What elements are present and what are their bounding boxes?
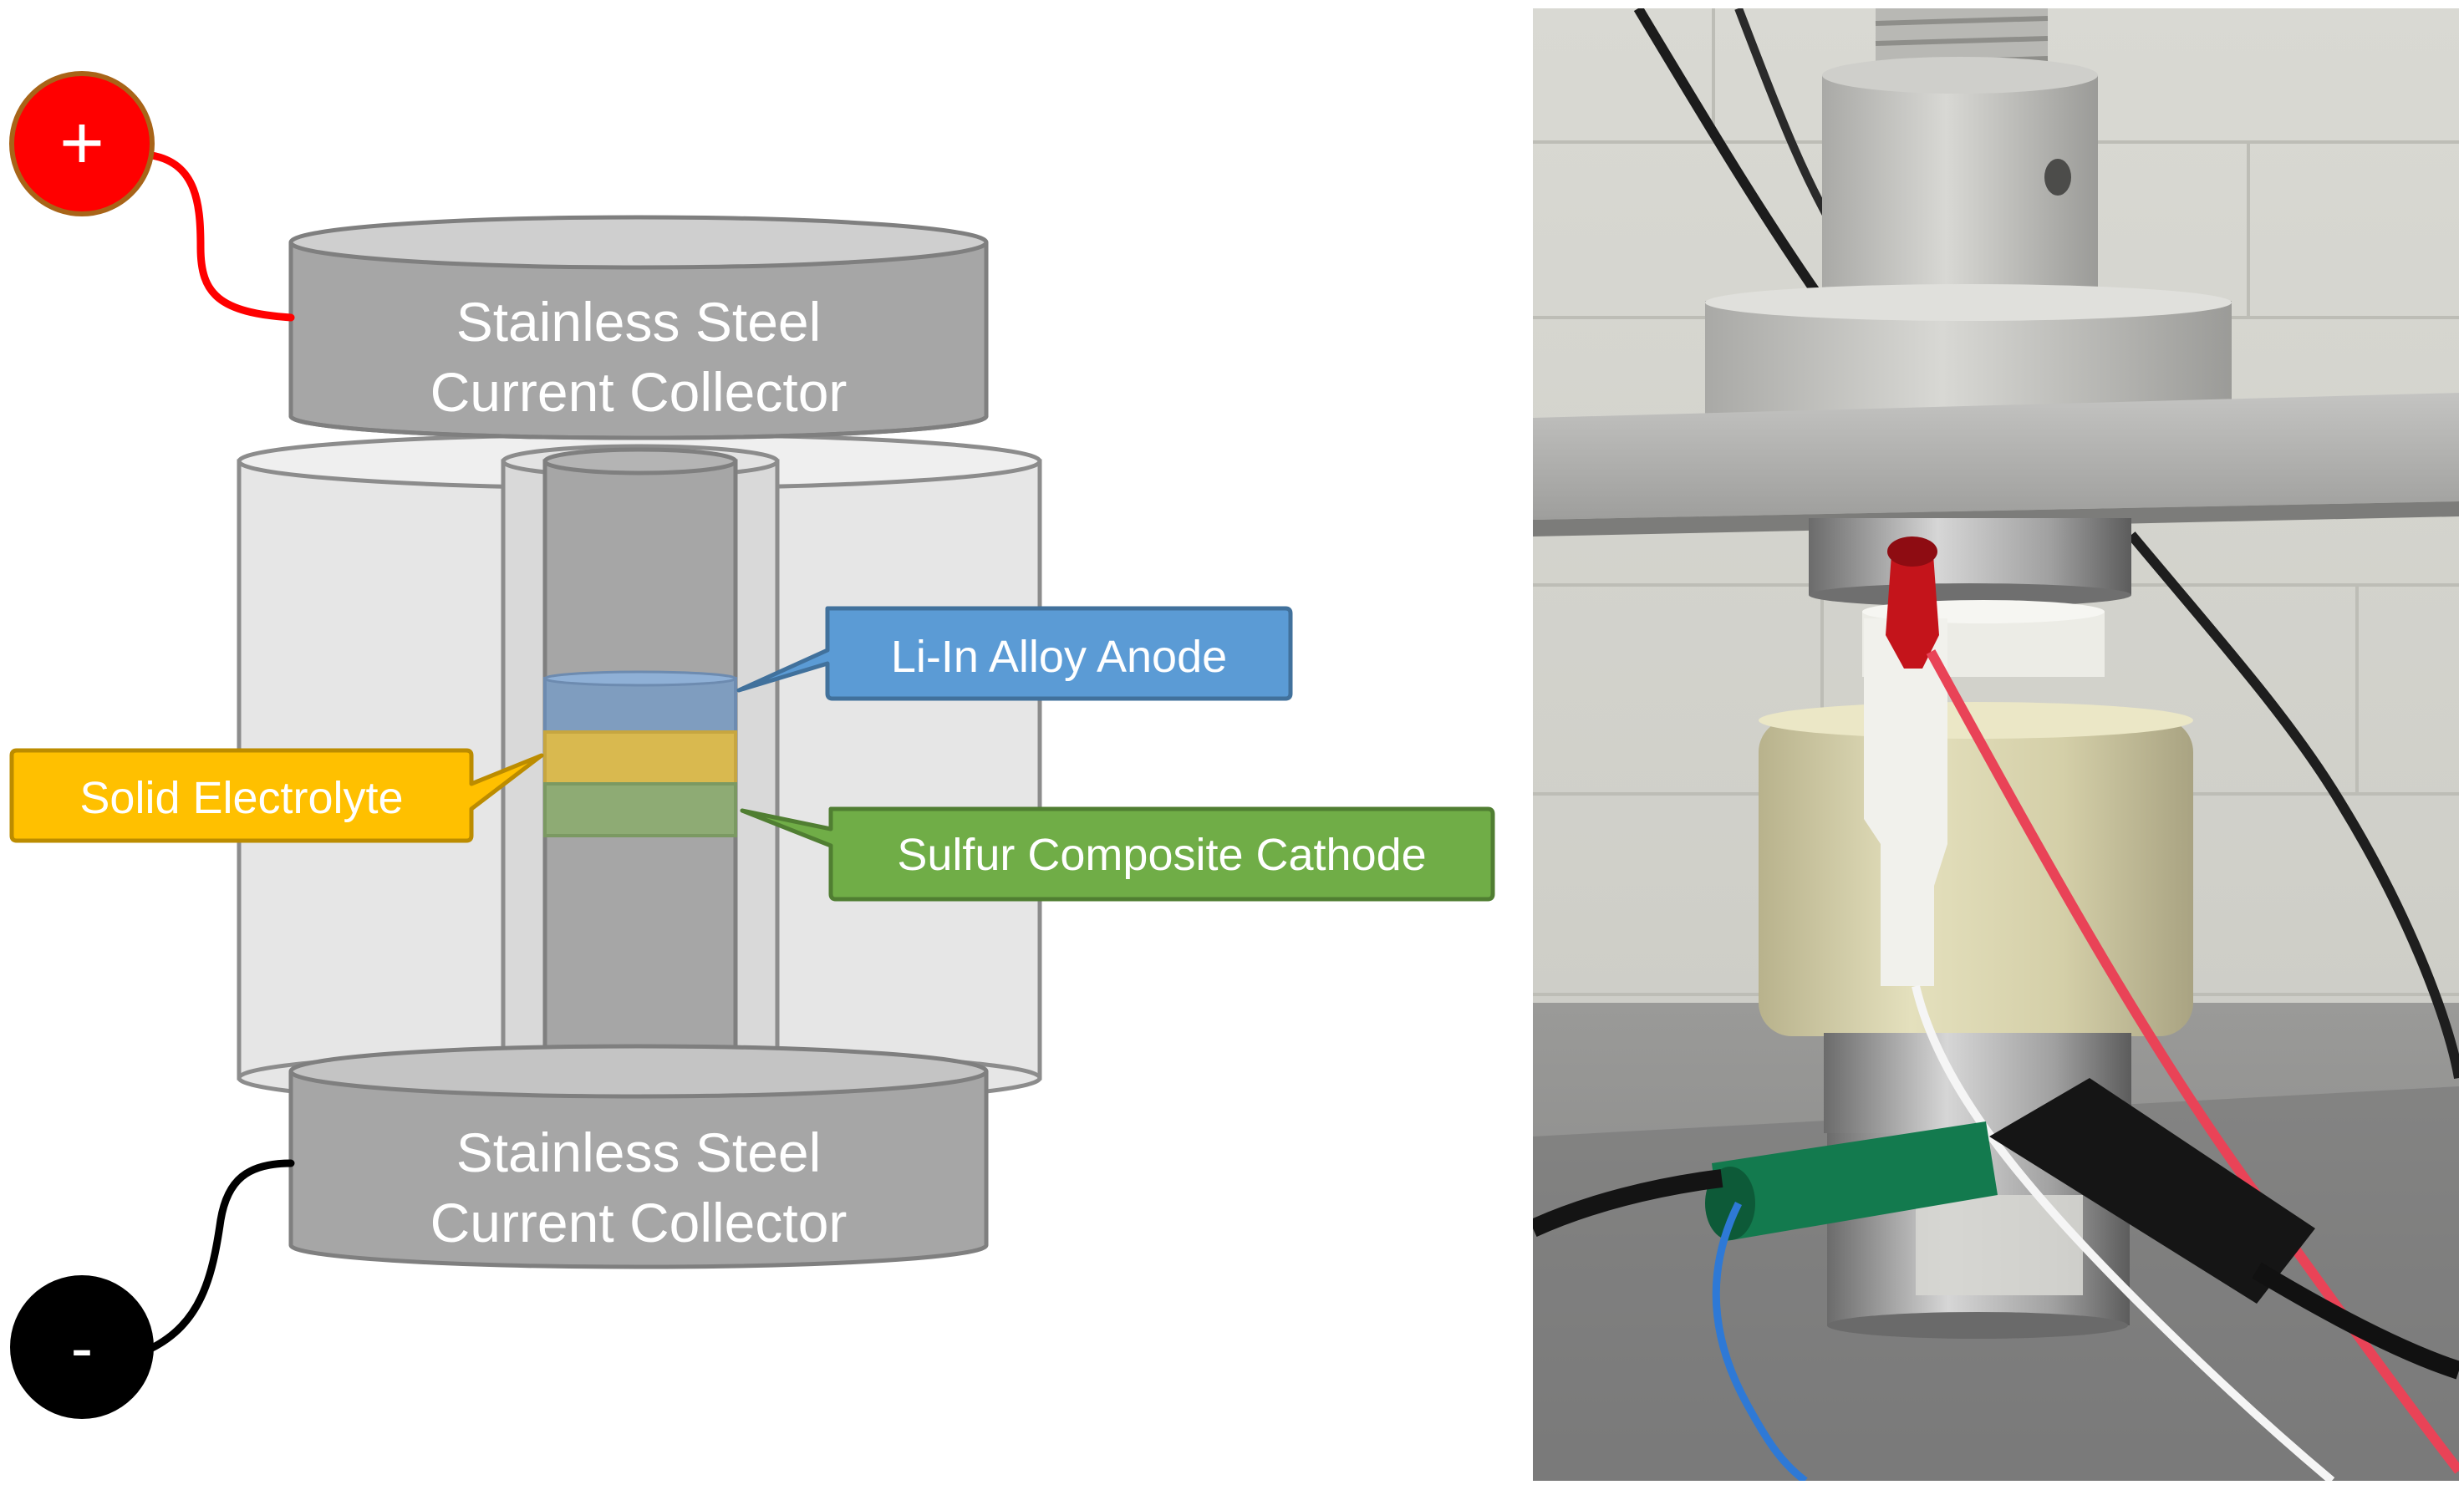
negative-wire [146, 1159, 295, 1353]
pressure-cell-photo [1533, 8, 2459, 1481]
anode-layer [543, 670, 737, 734]
top-collector-line1: Stainless Steel [456, 291, 822, 353]
bottom-collector-line1: Stainless Steel [456, 1121, 822, 1183]
bottom-current-collector: Stainless Steel Current Collector [288, 1044, 989, 1269]
top-current-collector: Stainless Steel Current Collector [288, 215, 989, 440]
electrolyte-callout: Solid Electrolyte [9, 748, 544, 843]
top-collector-line2: Current Collector [430, 361, 848, 423]
cathode-layer [543, 782, 737, 837]
positive-terminal-symbol: + [59, 100, 104, 186]
bottom-collector-line2: Current Collector [430, 1192, 848, 1253]
anode-callout: Li-In Alloy Anode [736, 606, 1293, 701]
negative-terminal: - [10, 1275, 154, 1419]
electrolyte-label: Solid Electrolyte [79, 773, 403, 823]
negative-terminal-symbol: - [71, 1310, 94, 1385]
electrolyte-layer [543, 730, 737, 786]
cathode-label: Sulfur Composite Cathode [897, 830, 1426, 880]
positive-wire [148, 151, 295, 322]
anode-label: Li-In Alloy Anode [891, 632, 1227, 682]
cathode-callout: Sulfur Composite Cathode [740, 806, 1495, 902]
positive-terminal: + [9, 71, 155, 216]
